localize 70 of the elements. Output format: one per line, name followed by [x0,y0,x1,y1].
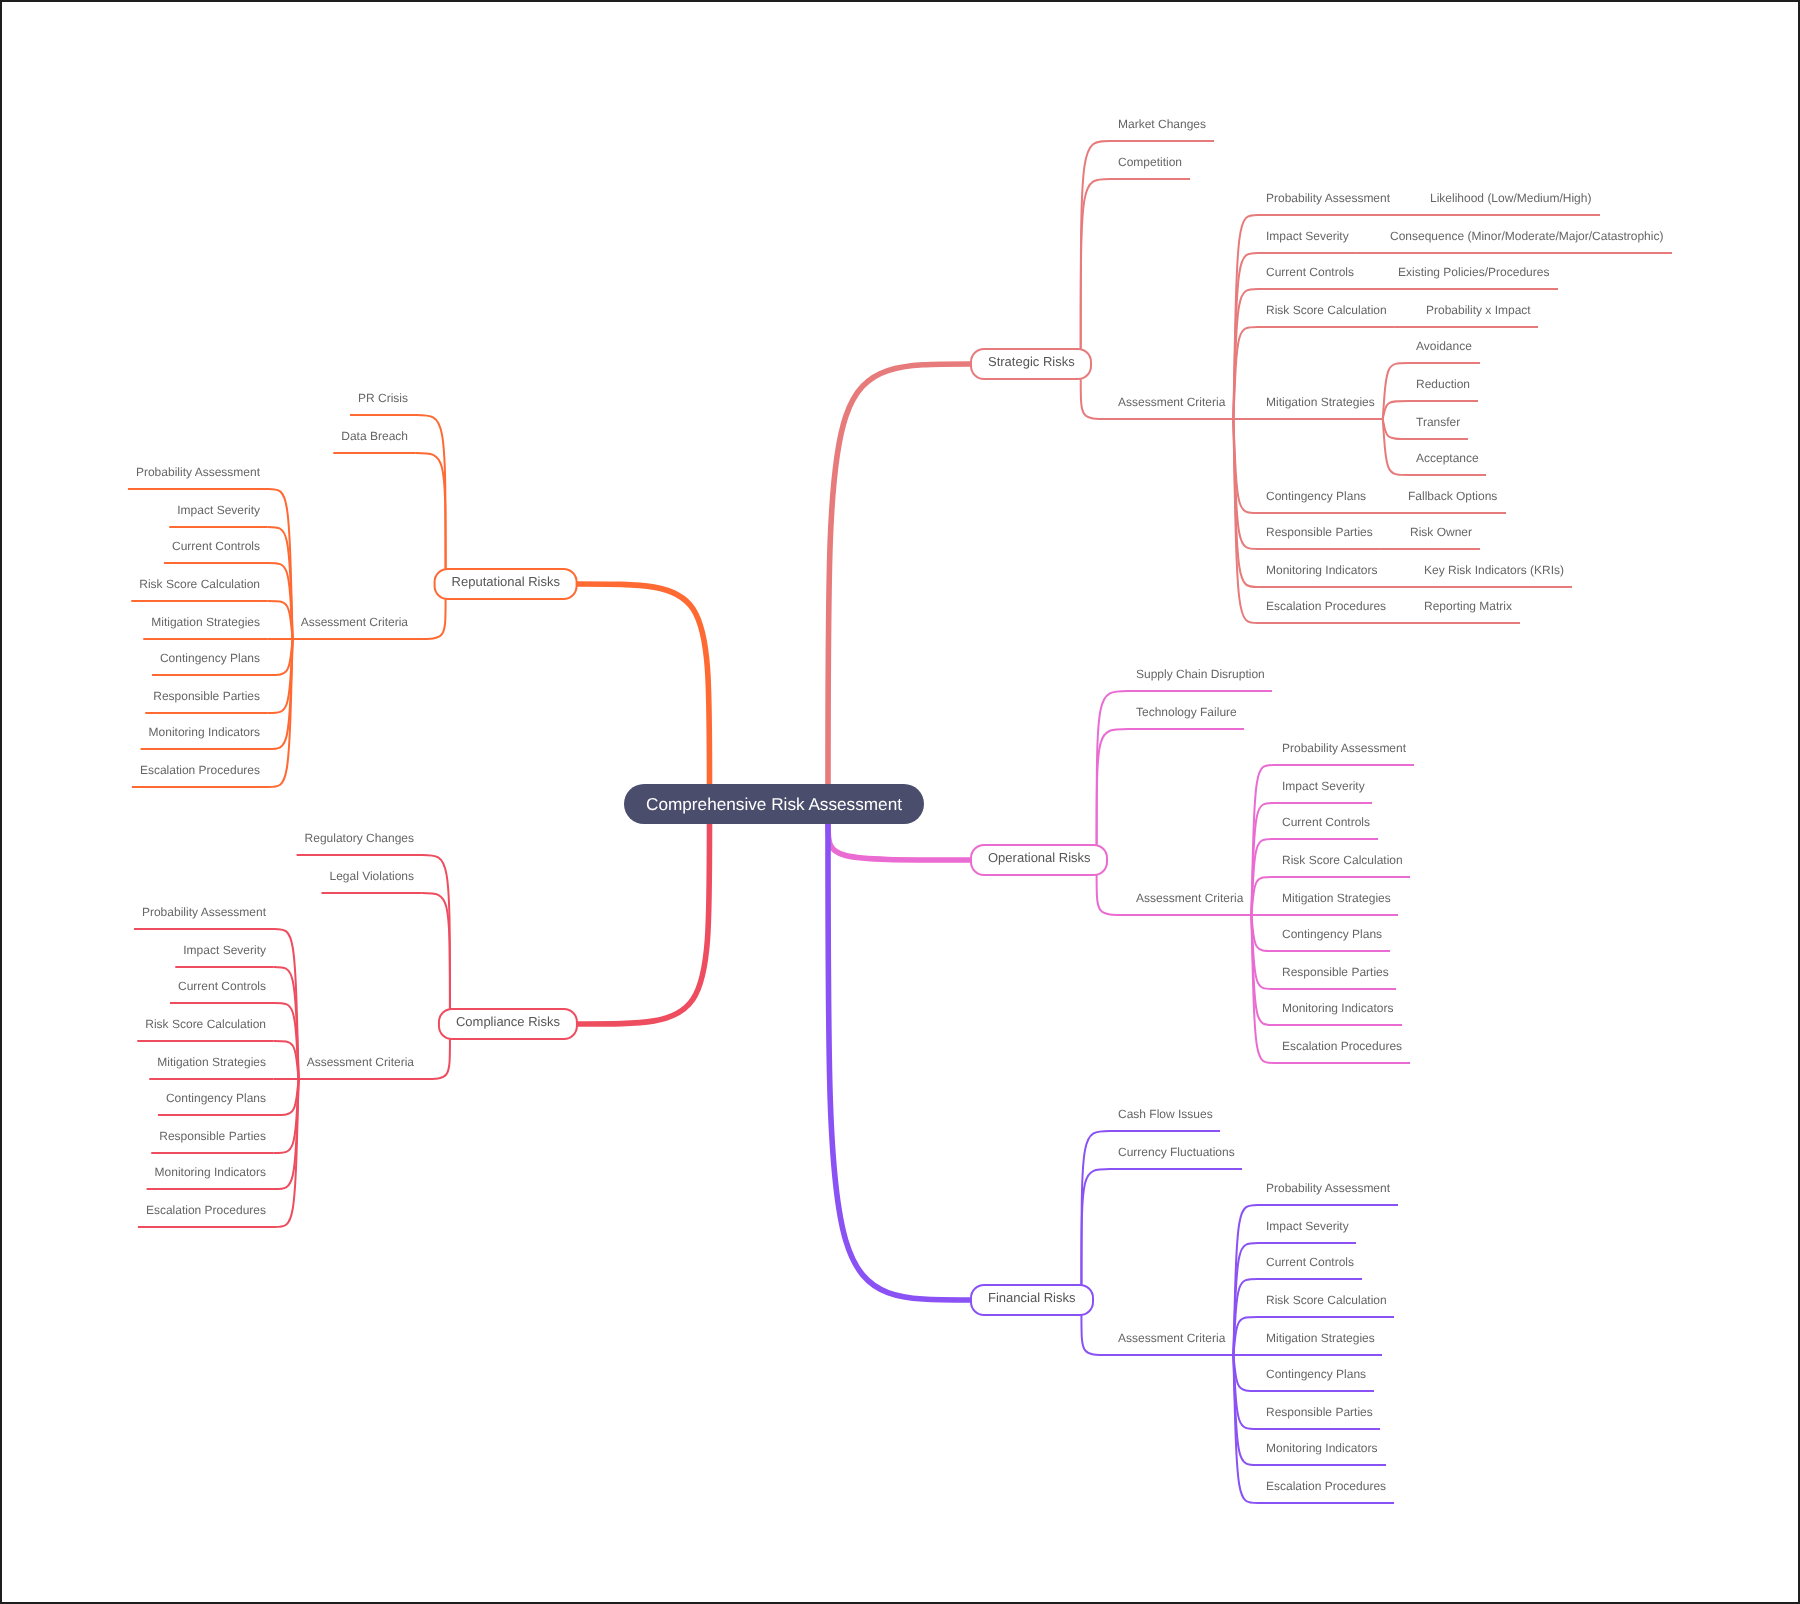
connector-line [1232,1278,1259,1356]
connector-line [273,1040,300,1080]
connector-line [1095,728,1129,845]
connector-line [273,1078,300,1228]
branch-line [575,581,713,787]
connector-line [1381,418,1409,476]
connector-line [1384,586,1417,588]
connector-line [1079,178,1111,349]
branch-line [825,821,973,1303]
connector-line [1250,876,1275,916]
connector-line [1232,252,1259,420]
connector-line [1232,418,1259,624]
connector-line [273,1078,300,1080]
connector-line [1232,1316,1259,1356]
connector-line [1232,1354,1259,1392]
connector-line [267,600,294,640]
connector-line [1397,214,1423,216]
connector-line [1095,875,1129,916]
connector-line [1379,548,1403,550]
connector-line [1393,622,1417,624]
connector-line [1250,802,1275,916]
connector-line [1393,326,1419,328]
connector-line [1381,418,1409,440]
connector-line [1381,362,1409,420]
connector-line [1373,512,1401,514]
connector-line [1232,418,1259,550]
connector-line [1079,379,1111,420]
connector-line [1250,914,1275,990]
connector-line [1250,914,1275,952]
connector-line [1232,1242,1259,1356]
connector-line [267,638,294,750]
connector-line [1361,288,1391,290]
connector-line [273,1078,300,1190]
connector-line [267,526,294,640]
connector-line [421,892,451,1009]
connector-line [1232,1204,1259,1356]
connector-line [273,1002,300,1080]
connector-line [267,638,294,788]
connector-line [1250,838,1275,916]
connector-line [1381,400,1409,420]
connector-line [1232,326,1259,420]
connector-line [267,638,294,640]
connector-line [1080,1168,1111,1285]
branch-line [575,821,713,1027]
connector-line [1232,1354,1259,1356]
connector-line [267,488,294,640]
branch-line [825,361,973,787]
connector-line [273,966,300,1080]
connector-line [415,599,447,640]
connector-line [1250,914,1275,1026]
connector-line [1232,1354,1259,1466]
connector-line [1232,1354,1259,1504]
connector-line [1232,288,1259,420]
connector-line [1232,418,1259,420]
connector-line [267,638,294,676]
connector-line [1250,914,1275,916]
connector-line [1355,252,1383,254]
connector-line [273,1078,300,1116]
connector-line [267,638,294,714]
connector-line [421,1039,451,1080]
connector-line [415,452,447,569]
connector-line [1080,1315,1111,1356]
connector-line [1232,1354,1259,1430]
connector-line [273,1078,300,1154]
connector-line [1232,418,1259,514]
connector-line [267,562,294,640]
connector-line [1250,914,1275,1064]
connector-line [273,928,300,1080]
central-topic: Comprehensive Risk Assessment [624,784,924,824]
connector-line [1250,764,1275,916]
